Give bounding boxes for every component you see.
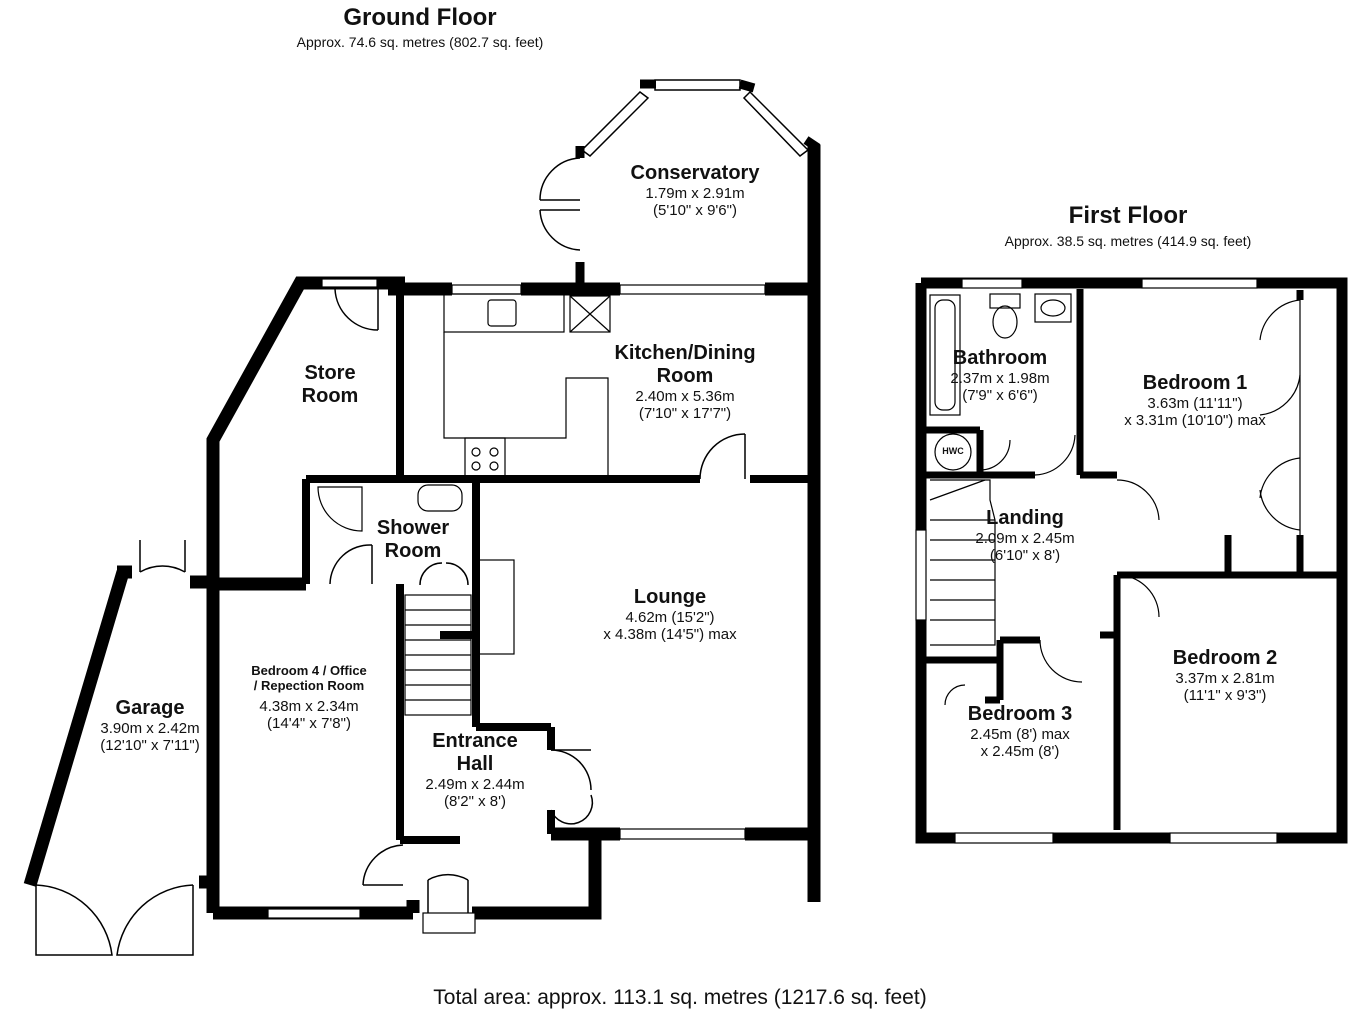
room-name: Landing	[986, 507, 1064, 529]
room-label-bedroom-1: Bedroom 1 3.63m (11'11") x 3.31m (10'10"…	[1095, 372, 1295, 430]
room-name: Kitchen/Dining	[614, 342, 756, 364]
room-label-conservatory: Conservatory 1.79m x 2.91m (5'10" x 9'6"…	[595, 162, 795, 220]
room-dim-imperial: x 4.38m (14'5") max	[603, 626, 737, 644]
room-label-shower-room: Shower Room	[358, 517, 468, 563]
room-label-bedroom-2: Bedroom 2 3.37m x 2.81m (11'1" x 9'3")	[1135, 647, 1315, 705]
room-name-line2: Room	[384, 540, 442, 562]
room-dim-metric: 2.45m (8') max	[970, 726, 1070, 743]
ground-floor-area: Approx. 74.6 sq. metres (802.7 sq. feet)	[296, 34, 544, 50]
room-dim-imperial: (7'10" x 17'7")	[638, 405, 732, 423]
total-area: Total area: approx. 113.1 sq. metres (12…	[433, 986, 927, 1009]
room-dim-imperial: (12'10" x 7'11")	[100, 737, 200, 755]
room-dim-metric: 3.37m x 2.81m	[1175, 670, 1275, 687]
room-dim-imperial: (11'1" x 9'3")	[1183, 687, 1267, 705]
room-dim-imperial: x 2.45m (8')	[980, 743, 1060, 761]
room-dim-metric: 1.79m x 2.91m	[645, 185, 745, 202]
room-label-bathroom: Bathroom 2.37m x 1.98m (7'9" x 6'6")	[930, 347, 1070, 405]
room-name: Store	[304, 362, 356, 384]
room-name: Garage	[115, 697, 185, 719]
room-name: Conservatory	[630, 162, 760, 184]
room-label-kitchen-dining: Kitchen/Dining Room 2.40m x 5.36m (7'10"…	[580, 342, 790, 423]
room-dim-imperial: (7'9" x 6'6")	[962, 387, 1038, 405]
room-name-line2: Room	[656, 365, 714, 387]
room-dim-imperial: x 3.31m (10'10") max	[1124, 412, 1266, 430]
room-dim-imperial: (5'10" x 9'6")	[653, 202, 737, 220]
room-dim-metric: 2.40m x 5.36m	[635, 388, 735, 405]
room-dim-metric: 2.49m x 2.44m	[425, 776, 525, 793]
room-name-line2: / Repection Room	[253, 677, 365, 693]
room-name: Bedroom 2	[1172, 647, 1278, 669]
room-name-line2: Hall	[456, 753, 494, 775]
room-name: Shower	[376, 517, 450, 539]
room-dim-metric: 3.63m (11'11")	[1147, 395, 1243, 412]
room-dim-metric: 2.37m x 1.98m	[950, 370, 1050, 387]
room-name: Lounge	[633, 586, 707, 608]
room-label-lounge: Lounge 4.62m (15'2") x 4.38m (14'5") max	[565, 586, 775, 644]
room-label-bedroom-4: Bedroom 4 / Office / Repection Room 4.38…	[224, 663, 394, 733]
room-dim-metric: 3.90m x 2.42m	[100, 720, 200, 737]
room-dim-imperial: (6'10" x 8')	[989, 547, 1061, 565]
room-name: Entrance	[432, 730, 518, 752]
first-floor-area: Approx. 38.5 sq. metres (414.9 sq. feet)	[1004, 233, 1252, 249]
room-name: Bedroom 4 / Office	[251, 663, 367, 678]
room-dim-imperial: (8'2" x 8')	[444, 793, 506, 811]
room-label-landing: Landing 2.09m x 2.45m (6'10" x 8')	[950, 507, 1100, 565]
room-label-garage: Garage 3.90m x 2.42m (12'10" x 7'11")	[70, 697, 230, 755]
room-dim-metric: 4.62m (15'2")	[625, 609, 715, 626]
room-dim-metric: 2.09m x 2.45m	[975, 530, 1075, 547]
room-label-store-room: Store Room	[270, 362, 390, 408]
ground-floor-title: Ground Floor	[343, 4, 497, 31]
hwc-label: HWC	[942, 446, 964, 456]
room-label-entrance-hall: Entrance Hall 2.49m x 2.44m (8'2" x 8')	[400, 730, 550, 811]
first-floor-title: First Floor	[1068, 202, 1188, 229]
room-label-bedroom-3: Bedroom 3 2.45m (8') max x 2.45m (8')	[945, 703, 1095, 761]
room-name: Bedroom 3	[967, 703, 1073, 725]
room-name: Bathroom	[952, 347, 1048, 369]
room-dim-imperial: (14'4" x 7'8")	[267, 715, 351, 733]
room-name-line2: Room	[301, 385, 359, 407]
room-dim-metric: 4.38m x 2.34m	[259, 697, 359, 715]
room-name: Bedroom 1	[1142, 372, 1248, 394]
